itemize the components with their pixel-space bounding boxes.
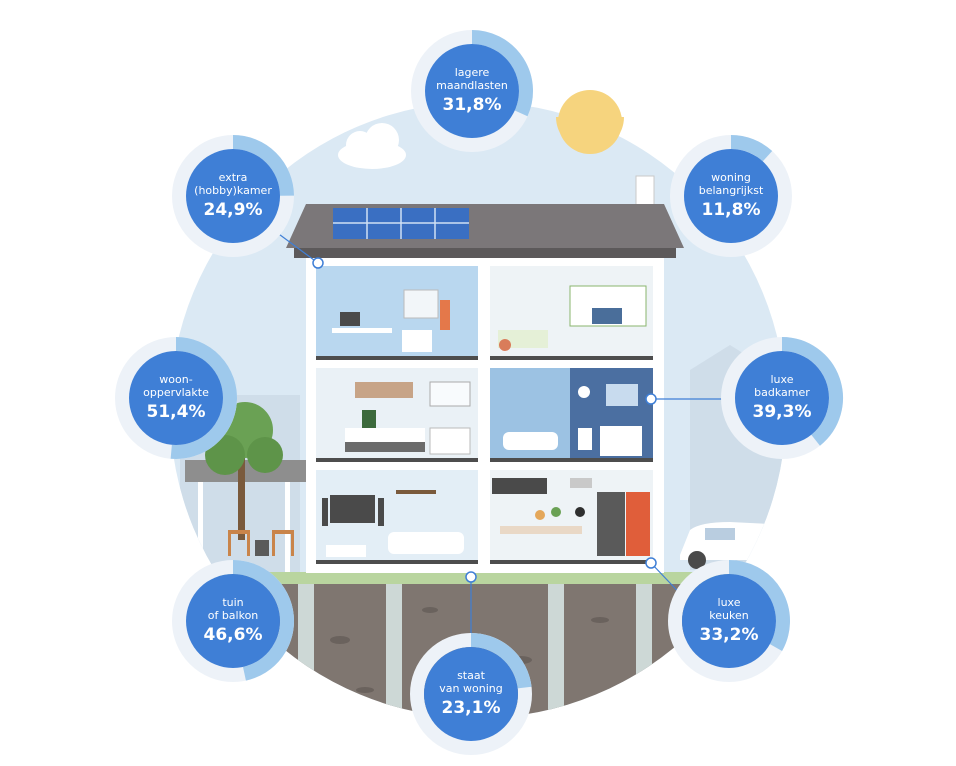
connector-dot-badkamer bbox=[645, 393, 657, 405]
connector-dot-hobbykamer bbox=[312, 257, 324, 269]
ring-fill-badkamer bbox=[781, 337, 843, 446]
solar-panel bbox=[333, 208, 469, 239]
ring-fill-maandlasten bbox=[471, 30, 533, 117]
cloud bbox=[338, 123, 406, 169]
connector-dot-keuken bbox=[645, 557, 657, 569]
grass bbox=[170, 572, 786, 584]
ring-fill-woonoppervlakte bbox=[170, 337, 237, 459]
ring-fill-belangrijkst bbox=[730, 135, 773, 162]
soil bbox=[170, 575, 786, 718]
connector-dot-staat bbox=[465, 571, 477, 583]
ring-fill-keuken bbox=[728, 560, 790, 652]
